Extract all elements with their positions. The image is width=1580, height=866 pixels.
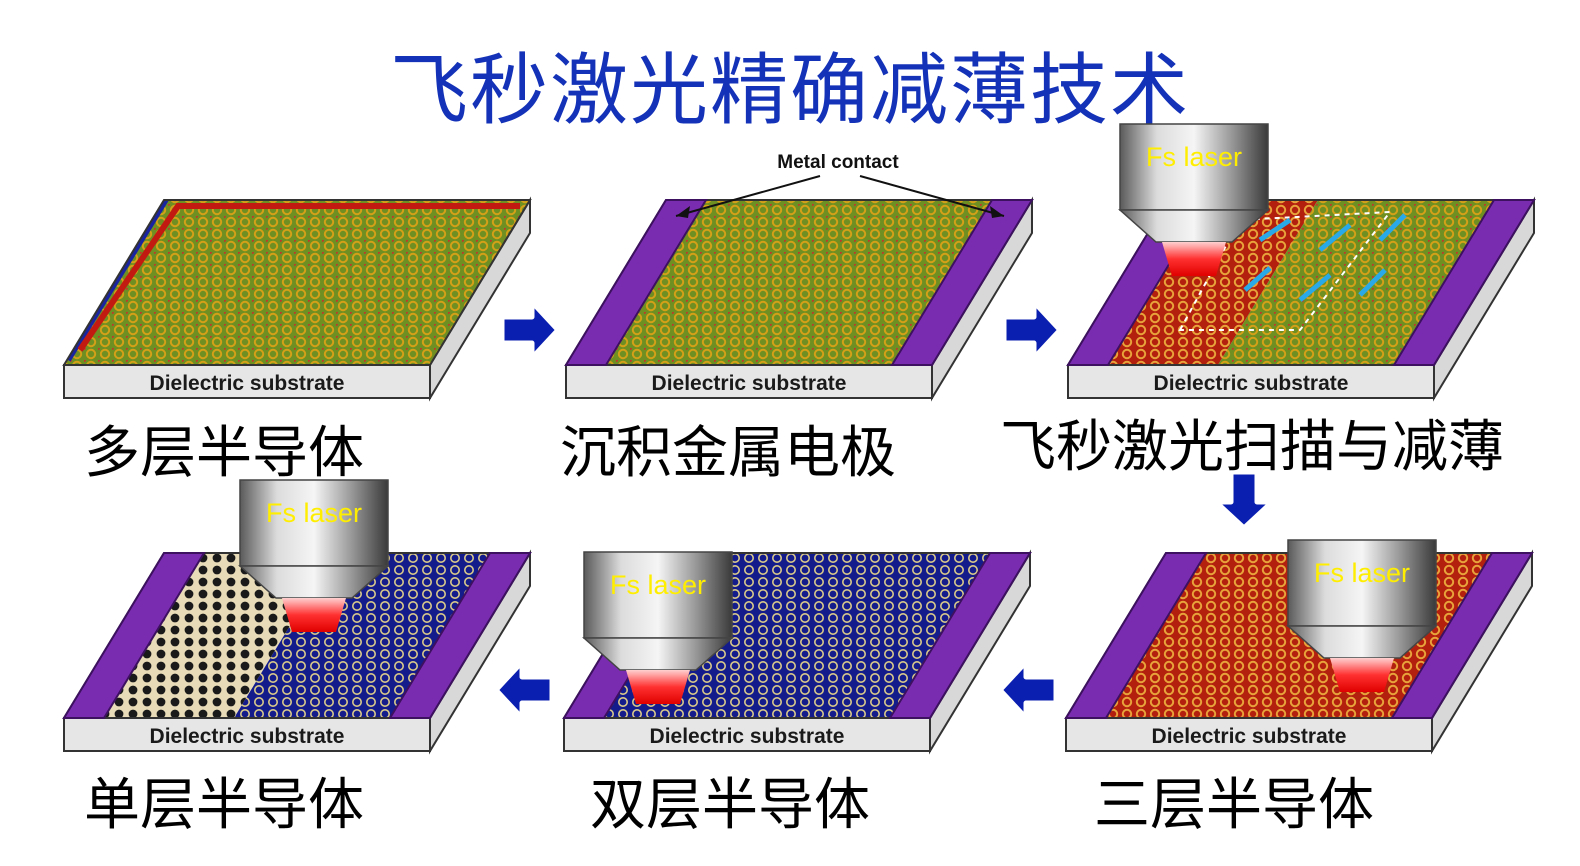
scan-path <box>1178 210 1407 331</box>
caption-step-6: 单层半导体 <box>84 773 364 838</box>
substrate-label: Dielectric substrate <box>650 725 845 748</box>
caption-step-1: 多层半导体 <box>84 421 364 486</box>
metal-electrode-right <box>888 552 1032 719</box>
laser-beam <box>626 670 690 704</box>
laser-bilayer-head: Fs laser <box>582 551 734 704</box>
panel-metal-contact: Dielectric substrate <box>564 196 1034 402</box>
arrow-step-4-to-5 <box>997 659 1059 721</box>
laser-label: Fs laser <box>610 570 706 600</box>
laser-beam <box>282 598 346 632</box>
laser-label: Fs laser <box>1314 558 1410 588</box>
substrate-label: Dielectric substrate <box>1152 725 1347 748</box>
laser-scan-head: Fs laser <box>1118 123 1270 276</box>
caption-step-5: 双层半导体 <box>590 773 870 838</box>
laser-beam <box>1162 242 1226 276</box>
metal-contact-label: Metal contact <box>777 152 899 173</box>
arrow-step-3-to-4 <box>1213 469 1275 531</box>
laser-label: Fs laser <box>266 498 362 528</box>
caption-step-2: 沉积金属电极 <box>560 421 896 486</box>
arrow-step-2-to-3 <box>1001 299 1063 361</box>
laser-label: Fs laser <box>1146 142 1242 172</box>
metal-electrode-left <box>1064 552 1208 719</box>
page-title: 飞秒激光精确减薄技术 <box>389 46 1190 136</box>
metal-electrode-right <box>1392 199 1536 366</box>
substrate-label: Dielectric substrate <box>652 372 847 395</box>
substrate-label: Dielectric substrate <box>1154 372 1349 395</box>
caption-step-3: 飞秒激光扫描与减薄 <box>1000 415 1504 480</box>
substrate-label: Dielectric substrate <box>150 372 345 395</box>
laser-monolayer-head: Fs laser <box>238 479 390 632</box>
panel-multilayer: Dielectric substrate <box>62 196 532 402</box>
caption-step-4: 三层半导体 <box>1094 773 1374 838</box>
substrate-label: Dielectric substrate <box>150 725 345 748</box>
metal-electrode-left <box>564 199 708 366</box>
metal-electrode-right <box>890 199 1034 366</box>
laser-beam <box>1330 658 1394 692</box>
metal-electrode-right <box>388 552 532 719</box>
metal-contact-annotation: Metal contact <box>675 152 1005 218</box>
laser-trilayer-head: Fs laser <box>1286 539 1438 692</box>
arrow-step-5-to-6 <box>493 659 555 721</box>
metal-electrode-left <box>62 552 206 719</box>
metal-electrode-right <box>1390 552 1534 719</box>
arrow-step-1-to-2 <box>499 299 561 361</box>
